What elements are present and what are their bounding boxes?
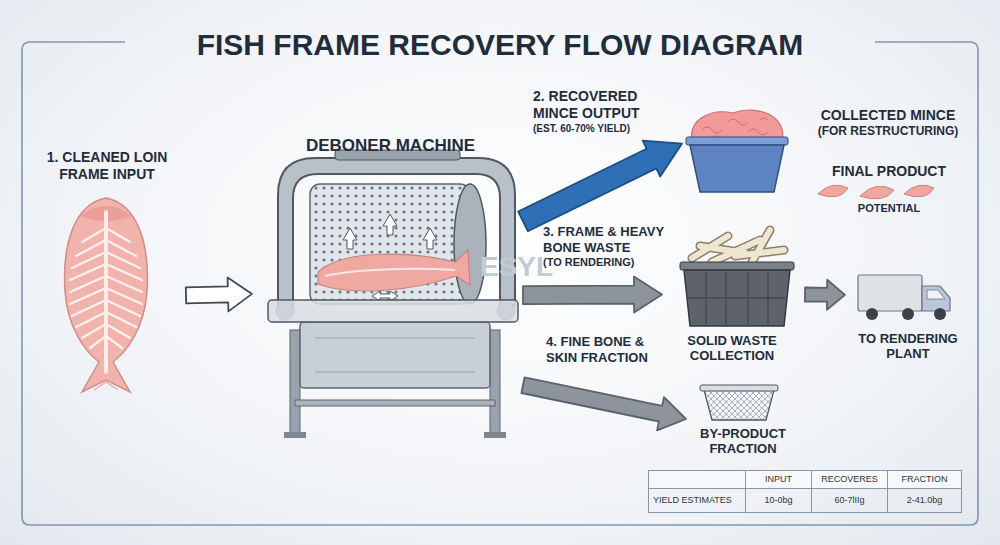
bin-body xyxy=(690,145,784,192)
table-cell: YIELD ESTIMATES xyxy=(648,489,746,513)
title-box: FISH FRAME RECOVERY FLOW DIAGRAM xyxy=(0,27,1000,63)
node-label: DEBONER MACHINE xyxy=(306,136,475,156)
truck xyxy=(858,275,950,320)
machine-foot xyxy=(484,432,506,438)
fillet xyxy=(860,186,894,199)
drum-end xyxy=(454,184,486,304)
yield-table: INPUTRECOVERESFRACTION YIELD ESTIMATES10-… xyxy=(648,470,962,513)
fillets xyxy=(818,185,934,199)
machine-hood xyxy=(278,158,515,305)
node-label: BY-PRODUCT FRACTION xyxy=(688,426,798,457)
flow-arrow xyxy=(521,377,686,430)
fish-frame xyxy=(65,198,148,392)
table-cell: FRACTION xyxy=(888,471,962,489)
pressure-arrows xyxy=(343,214,437,301)
crate-body xyxy=(684,270,790,326)
basket-body xyxy=(704,390,774,420)
byproduct-node: BY-PRODUCT FRACTION xyxy=(686,378,800,460)
table-value: 60-7lIIg xyxy=(812,489,887,512)
flow-arrow xyxy=(805,280,845,310)
truck-wheel xyxy=(866,308,878,320)
diagram-title: FISH FRAME RECOVERY FLOW DIAGRAM xyxy=(197,27,804,63)
truck-wheel xyxy=(902,308,914,320)
flow-arrow xyxy=(518,141,682,232)
machine-foot xyxy=(284,432,306,438)
bone xyxy=(692,230,784,262)
fillet xyxy=(904,185,934,197)
machine-table xyxy=(268,300,518,322)
deboner-machine xyxy=(268,150,518,438)
node-label: 1. CLEANED LOIN FRAME INPUT xyxy=(36,149,178,183)
edge-label: 4. FINE BONE & SKIN FRACTION xyxy=(546,334,670,365)
solid-waste-bin xyxy=(680,230,794,326)
edge-label-box: 3. FRAME & HEAVY BONE WASTE xyxy=(543,224,677,255)
fillet xyxy=(818,185,848,197)
edge-label-box: 2. RECOVERED MINCE OUTPUT xyxy=(533,88,658,122)
node-label: TO RENDERING PLANT xyxy=(850,331,966,362)
watermark: ESYL xyxy=(480,250,553,284)
truck-trailer xyxy=(858,275,922,311)
mince xyxy=(692,110,783,141)
output-node: COLLECTED MINCE(FOR RESTRUCTURING) xyxy=(682,104,978,148)
input-node: 1. CLEANED LOIN FRAME INPUT xyxy=(34,145,180,400)
frame-border xyxy=(22,42,978,525)
product-node: FINAL PRODUCT POTENTIAL xyxy=(800,160,978,218)
waste-node: SOLID WASTE COLLECTION xyxy=(662,222,802,367)
mince-texture xyxy=(702,118,768,138)
machine-crossbar xyxy=(295,400,495,406)
node-label: SOLID WASTE COLLECTION xyxy=(664,333,800,364)
mesh-basket xyxy=(700,385,778,420)
yield-note: (EST. 60-70% YIELD) xyxy=(533,123,630,135)
bones xyxy=(692,230,784,262)
flow-arrow xyxy=(186,277,252,311)
fish-body xyxy=(65,198,148,392)
node-label: FINAL PRODUCT xyxy=(832,163,946,180)
flow-arrow xyxy=(523,277,662,313)
node-sublabel: (FOR RESTRUCTURING) xyxy=(818,124,959,138)
watermark-box: ESYL xyxy=(480,250,553,284)
crate-ribs xyxy=(688,272,786,324)
rendering-node: TO RENDERING PLANT xyxy=(848,262,968,365)
bone-outline xyxy=(692,230,784,262)
edge-label: 3. FRAME & HEAVY BONE WASTE xyxy=(543,224,677,255)
fish-in-drum xyxy=(318,250,470,291)
machine-leg xyxy=(290,330,300,435)
mince-bin xyxy=(686,110,788,192)
perforated-drum xyxy=(310,184,470,304)
edge-label-box: 4. FINE BONE & SKIN FRACTION xyxy=(546,334,670,365)
truck-wheel xyxy=(934,308,946,320)
machine-leg xyxy=(490,330,500,435)
node-label: COLLECTED MINCE xyxy=(821,107,956,124)
table-value: 2-41.0bg xyxy=(888,489,961,512)
crate-rim xyxy=(680,262,794,270)
machine-housing xyxy=(300,322,490,388)
fish-tail-lines xyxy=(94,382,118,390)
bin-rim xyxy=(686,137,788,145)
fish-in-drum-spine xyxy=(325,269,455,276)
machine-node: DEBONER MACHINE xyxy=(258,130,523,445)
table-header: INPUT xyxy=(746,471,811,488)
table-value: YIELD ESTIMATES xyxy=(649,489,745,512)
destination-note-box: (TO RENDERING) xyxy=(543,256,634,269)
housing-panel xyxy=(315,338,475,372)
table-cell: RECOVERES xyxy=(812,471,888,489)
table-cell: 60-7lIIg xyxy=(812,489,888,513)
table-cell: 2-41.0bg xyxy=(888,489,962,513)
fish-spine xyxy=(104,212,108,372)
truck-cab xyxy=(922,286,950,311)
truck-window xyxy=(927,290,945,299)
destination-note: (TO RENDERING) xyxy=(543,256,634,269)
table-value: 10-0bg xyxy=(746,489,811,512)
yield-note-box: (EST. 60-70% YIELD) xyxy=(533,123,630,135)
table-cell xyxy=(648,471,746,489)
table-header: RECOVERES xyxy=(812,471,887,488)
table-header: FRACTION xyxy=(888,471,961,488)
edge-label: 2. RECOVERED MINCE OUTPUT xyxy=(533,88,658,122)
table-cell: 10-0bg xyxy=(746,489,812,513)
basket-rim xyxy=(700,385,778,391)
node-sublabel: POTENTIAL xyxy=(858,202,920,215)
table-cell: INPUT xyxy=(746,471,812,489)
